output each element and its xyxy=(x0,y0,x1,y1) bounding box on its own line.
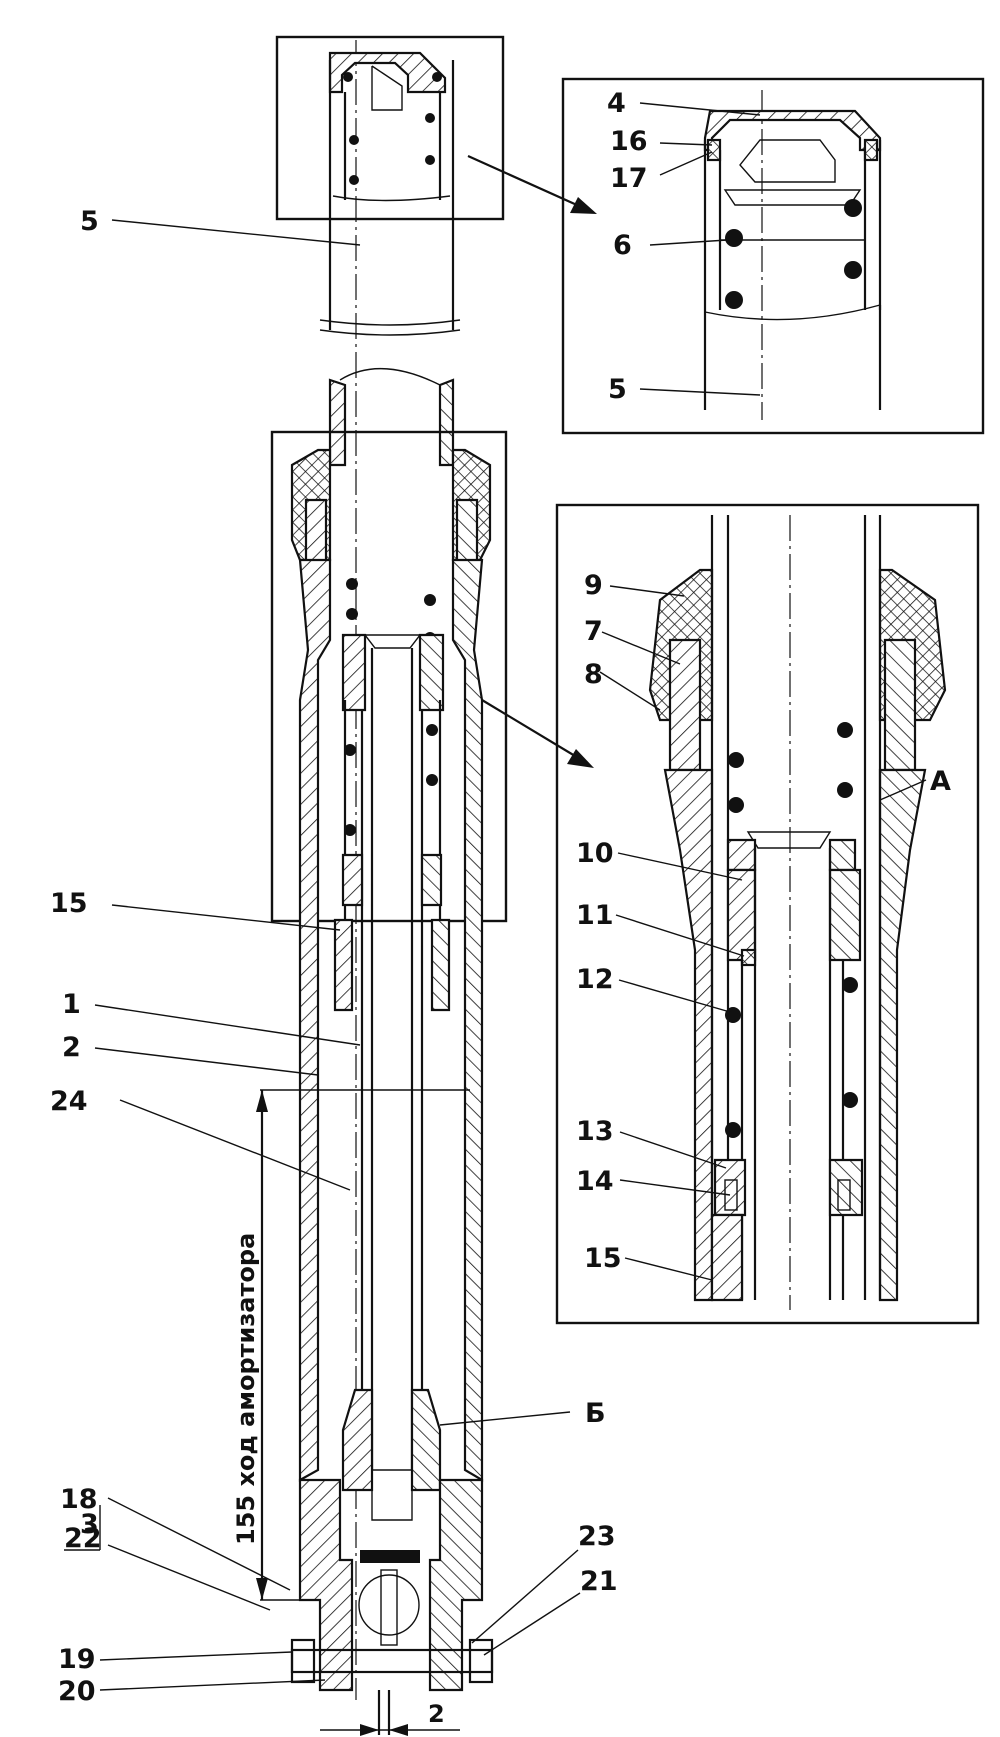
label-5-main: 5 xyxy=(80,206,99,237)
label-2: 2 xyxy=(62,1032,81,1063)
label-3: 3 xyxy=(80,1509,99,1540)
gap-dimension-text: 2 xyxy=(428,1700,445,1728)
label-22: 22 xyxy=(64,1523,102,1554)
label-8: 8 xyxy=(584,659,603,690)
label-20: 20 xyxy=(58,1676,96,1707)
label-16: 16 xyxy=(610,126,648,157)
label-10: 10 xyxy=(576,838,614,869)
top-cap-inset-frame xyxy=(561,77,985,435)
main-assembly xyxy=(256,35,508,1736)
label-11: 11 xyxy=(576,900,614,931)
label-23: 23 xyxy=(578,1521,616,1552)
label-15-main: 15 xyxy=(50,888,88,919)
top-cap-detail-frame xyxy=(275,35,505,221)
label-19: 19 xyxy=(58,1644,96,1675)
label-14: 14 xyxy=(576,1166,614,1197)
label-B: Б xyxy=(585,1398,606,1429)
top-cap-inset xyxy=(561,77,985,435)
label-5-inset: 5 xyxy=(608,374,627,405)
label-18: 18 xyxy=(60,1484,98,1515)
label-15-inset: 15 xyxy=(584,1243,622,1274)
seal-inset xyxy=(555,503,980,1325)
label-17: 17 xyxy=(610,163,648,194)
label-7: 7 xyxy=(584,616,603,647)
label-6: 6 xyxy=(613,230,632,261)
label-4: 4 xyxy=(607,88,626,119)
label-1: 1 xyxy=(62,989,81,1020)
label-13: 13 xyxy=(576,1116,614,1147)
label-A: А xyxy=(930,766,951,797)
label-24: 24 xyxy=(50,1086,88,1117)
stroke-dimension-text: 155 ход амортизатора xyxy=(232,1233,260,1545)
seal-inset-frame xyxy=(555,503,980,1325)
label-9: 9 xyxy=(584,570,603,601)
label-12: 12 xyxy=(576,964,614,995)
seal-detail-frame xyxy=(270,430,508,923)
label-21: 21 xyxy=(580,1566,618,1597)
